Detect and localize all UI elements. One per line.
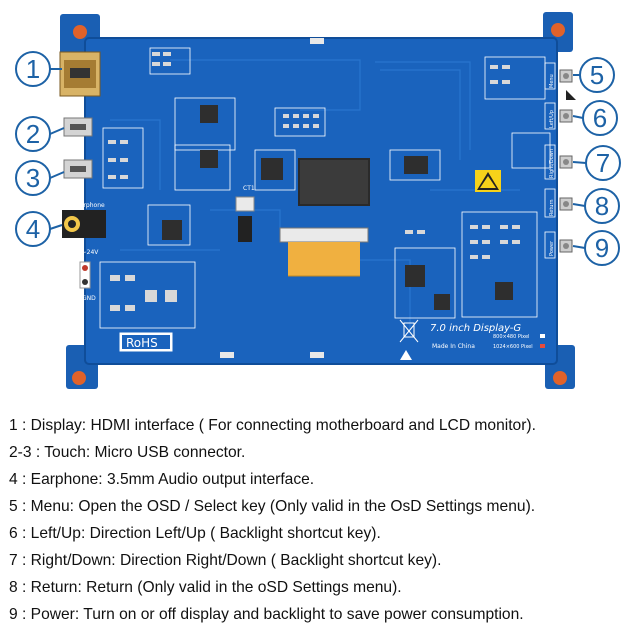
passive-components: [108, 52, 520, 311]
callout-8: 8: [572, 188, 620, 224]
ic: [495, 282, 513, 300]
ic: [405, 265, 425, 287]
made-in-label: Made In China: [432, 343, 475, 350]
callout-4: 4: [15, 211, 63, 247]
legend-item-7: 7 : Right/Down: Direction Right/Down ( B…: [9, 552, 442, 569]
return-silk-label: Return: [549, 199, 555, 216]
callout-5: 5: [573, 57, 615, 93]
gnd-label: GND: [82, 295, 96, 302]
callout-number: 2: [26, 119, 40, 149]
ic: [404, 156, 428, 174]
callout-3: 3: [15, 160, 65, 196]
regulator-ic: [200, 105, 218, 123]
sw5-label: SW5: [560, 232, 570, 238]
callout-number: 1: [26, 54, 40, 84]
standoff: [72, 371, 86, 385]
right-down-silk-label: Right/Down: [549, 149, 555, 178]
standoff: [551, 23, 565, 37]
callout-number: 6: [593, 103, 607, 133]
earphone-label: Earphone: [76, 202, 105, 209]
resolution-1: 800×480 Pixel: [493, 334, 529, 340]
arrow-marker: [566, 90, 576, 100]
legend-item-5: 5 : Menu: Open the OSD / Select key (Onl…: [9, 498, 536, 515]
weee-bin-icon: [399, 319, 419, 343]
legend-list: 1 : Display: HDMI interface ( For connec…: [9, 412, 634, 628]
standoff: [553, 371, 567, 385]
arrow-marker: [400, 350, 412, 360]
legend-item-8: 8 : Return: Return (Only valid in the oS…: [9, 579, 402, 596]
legend-item-9: 9 : Power: Turn on or off display and ba…: [9, 606, 524, 623]
legend-item-4: 4 : Earphone: 3.5mm Audio output interfa…: [9, 471, 315, 488]
power-silk-label: Power: [549, 240, 555, 256]
silk-outlines: [99, 47, 551, 329]
callout-9: 9: [572, 230, 620, 266]
callout-1: 1: [15, 51, 62, 87]
fpc-cable: [288, 242, 360, 276]
left-up-silk-label: Left/Up: [549, 110, 555, 128]
resolution-2: 1024×600 Pixel: [493, 344, 533, 350]
side-buttons: [559, 69, 573, 253]
callout-number: 9: [595, 233, 609, 263]
board-diagram: Earphone 12~24V GND: [15, 12, 621, 389]
callout-number: 3: [26, 163, 40, 193]
sw1-label: SW1: [560, 62, 570, 68]
pcb-traces: [110, 59, 520, 330]
power-label: 12~24V: [74, 249, 99, 256]
sw4-label: SW4: [560, 190, 570, 196]
standoff: [73, 25, 87, 39]
pcb-illustration: Earphone 12~24V GND: [15, 12, 621, 389]
legend-item-2-3: 2-3 : Touch: Micro USB connector.: [9, 444, 246, 461]
callout-7: 7: [572, 145, 621, 181]
arrow-marker: [64, 300, 74, 308]
sw3-label: SW3: [560, 148, 570, 154]
callout-number: 7: [596, 148, 610, 178]
sw2-label: SW2: [560, 102, 570, 108]
ic: [434, 294, 450, 310]
board-title: 7.0 inch Display-G: [430, 323, 521, 334]
callout-number: 5: [590, 60, 604, 90]
callout-number: 4: [26, 214, 40, 244]
callout-2: 2: [15, 116, 65, 152]
ic: [261, 158, 283, 180]
regulator-ic: [200, 150, 218, 168]
fpc-connector: [279, 227, 369, 243]
rohs-label: RoHS: [126, 336, 158, 350]
callout-6: 6: [572, 100, 618, 136]
ic: [162, 220, 182, 240]
ct1-label: CT1: [243, 185, 255, 192]
callout-number: 8: [595, 191, 609, 221]
menu-silk-label: Menu: [549, 74, 555, 88]
legend-item-6: 6 : Left/Up: Direction Left/Up ( Backlig…: [9, 525, 381, 542]
legend-item-1: 1 : Display: HDMI interface ( For connec…: [9, 417, 536, 434]
